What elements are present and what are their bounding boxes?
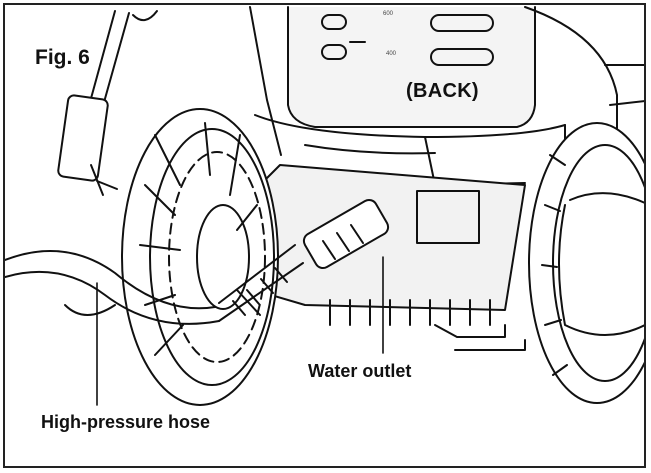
high-pressure-hose [5, 250, 220, 325]
pressure-washer-illustration [5, 6, 644, 406]
water-outlet-label: Water outlet [308, 361, 412, 381]
right-wheel [528, 122, 644, 404]
figure-title: Fig. 6 [35, 46, 90, 69]
left-wheel [121, 108, 279, 406]
pressure-gauge-slots [321, 14, 494, 66]
figure-frame: 600 400 Fig. 6 (BACK) Water outlet High-… [3, 3, 646, 468]
washer-body [249, 6, 644, 226]
spray-wand [57, 10, 158, 196]
gauge-tick-400: 400 [386, 51, 397, 57]
hose-connector [218, 198, 390, 322]
high-pressure-hose-label: High-pressure hose [41, 412, 211, 432]
gauge-tick-600: 600 [383, 11, 394, 17]
view-label: (BACK) [406, 80, 479, 102]
